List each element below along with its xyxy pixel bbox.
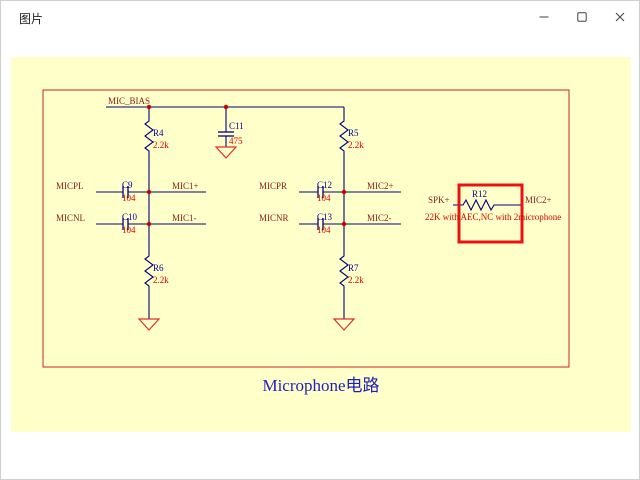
net-label-mic2-plus-out: MIC2+ [525, 195, 552, 205]
ground-symbol-r6 [137, 318, 161, 331]
value-c12: 104 [317, 193, 331, 203]
ground-symbol-c11 [214, 146, 238, 159]
window-title: 图片 [19, 12, 44, 26]
resistor-r12-symbol [453, 198, 522, 212]
capacitor-c13-symbol [317, 218, 324, 230]
value-c9: 104 [122, 193, 136, 203]
maximize-button[interactable] [563, 1, 601, 33]
designator-r12: R12 [472, 189, 487, 199]
resistor-r4-symbol [144, 119, 154, 152]
value-r4: 2.2k [153, 140, 169, 150]
designator-c12: C12 [317, 180, 332, 190]
capacitor-c12-symbol [317, 186, 324, 198]
designator-c9: C9 [122, 180, 133, 190]
capacitor-c10-symbol [122, 218, 129, 230]
designator-c13: C13 [317, 212, 333, 222]
wires [96, 106, 401, 319]
designator-r4: R4 [153, 128, 164, 138]
net-label-micpl: MICPL [56, 181, 84, 191]
value-r6: 2.2k [153, 275, 169, 285]
value-r7: 2.2k [348, 275, 364, 285]
highlight-box-r12 [457, 183, 524, 244]
net-label-micnl: MICNL [56, 213, 85, 223]
junction-dots [146, 104, 347, 227]
close-icon [615, 12, 625, 22]
ground-symbol-r7 [332, 318, 356, 331]
titlebar: 图片 [1, 1, 639, 33]
net-label-mic2-minus: MIC2- [367, 213, 392, 223]
resistor-r7-symbol [339, 254, 349, 287]
net-label-mic2-plus: MIC2+ [367, 181, 394, 191]
image-canvas[interactable]: MIC_BIAS MICPL MIC1+ MICNL MIC1- MICPR M… [11, 57, 631, 432]
capacitor-c11-symbol [218, 131, 234, 137]
resistor-r6-symbol [144, 254, 154, 287]
net-label-mic1-plus: MIC1+ [172, 181, 199, 191]
value-c13: 104 [317, 225, 331, 235]
net-label-mic-bias: MIC_BIAS [108, 96, 150, 106]
value-r5: 2.2k [348, 140, 364, 150]
minimize-icon [539, 16, 549, 18]
close-button[interactable] [601, 1, 639, 33]
value-c10: 104 [122, 225, 136, 235]
minimize-button[interactable] [525, 1, 563, 33]
annotation-text: 22K with AEC,NC with 2microphone [425, 212, 561, 222]
maximize-icon [577, 12, 587, 22]
window-controls [525, 1, 639, 33]
designator-r5: R5 [348, 128, 359, 138]
net-label-mic1-minus: MIC1- [172, 213, 197, 223]
designator-r7: R7 [348, 263, 359, 273]
designator-r6: R6 [153, 263, 164, 273]
net-label-micnr: MICNR [259, 213, 289, 223]
resistor-r5-symbol [339, 119, 349, 152]
designator-c11: C11 [229, 121, 244, 131]
designator-c10: C10 [122, 212, 138, 222]
sheet-border [42, 89, 570, 368]
net-label-micpr: MICPR [259, 181, 287, 191]
sheet-title: Microphone电路 [262, 376, 379, 395]
schematic-canvas: MIC_BIAS MICPL MIC1+ MICNL MIC1- MICPR M… [11, 57, 631, 432]
capacitor-c9-symbol [122, 186, 129, 198]
value-c11: 475 [229, 136, 243, 146]
bottom-toolbar [1, 436, 639, 479]
sheet-background [11, 57, 631, 432]
net-label-spk-plus: SPK+ [428, 195, 450, 205]
